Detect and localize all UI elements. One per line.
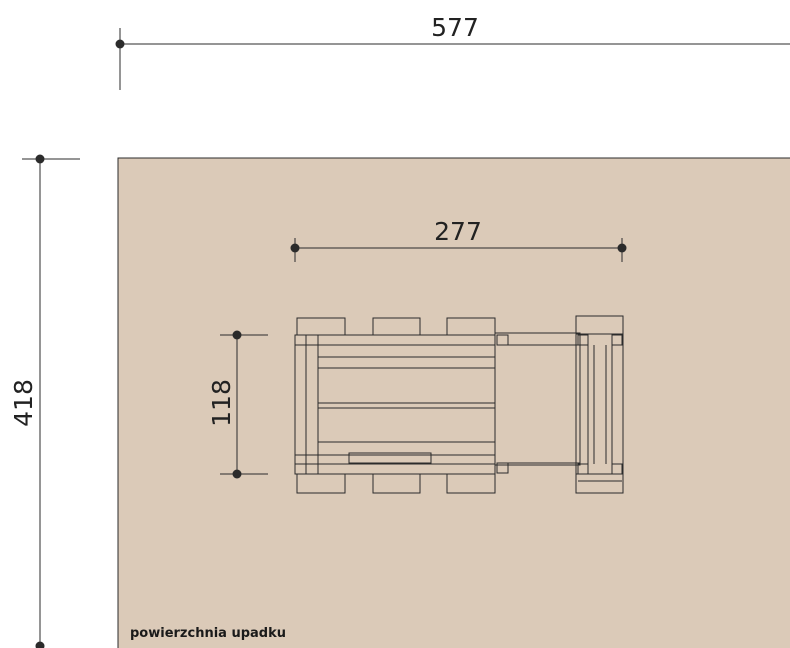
- equipment-depth-label: 118: [207, 379, 236, 427]
- equipment-width-dimension: 277: [290, 217, 627, 262]
- right-corner-bl: [577, 463, 589, 475]
- connector-corner-bl: [496, 462, 509, 474]
- overall-width-label: 577: [431, 13, 479, 42]
- right-corner-br: [611, 463, 623, 475]
- equipment-depth-dimension: 118: [207, 330, 268, 479]
- overall-height-label: 418: [9, 379, 38, 427]
- connector-bridge: [494, 332, 581, 466]
- equipment-width-label: 277: [434, 217, 482, 246]
- right-corner-tr: [611, 334, 623, 346]
- frame-bottom-slot: [348, 452, 432, 464]
- equipment-plan: [294, 315, 624, 494]
- right-module-frame: [575, 333, 624, 475]
- overall-width-dimension: 577: [115, 13, 790, 90]
- frame-corner-bl: [294, 454, 307, 465]
- fall-zone-label: powierzchnia upadku: [130, 626, 286, 641]
- overall-height-dimension: 418: [9, 154, 80, 648]
- connector-corner-tl: [496, 334, 509, 346]
- right-corner-tl: [577, 334, 589, 346]
